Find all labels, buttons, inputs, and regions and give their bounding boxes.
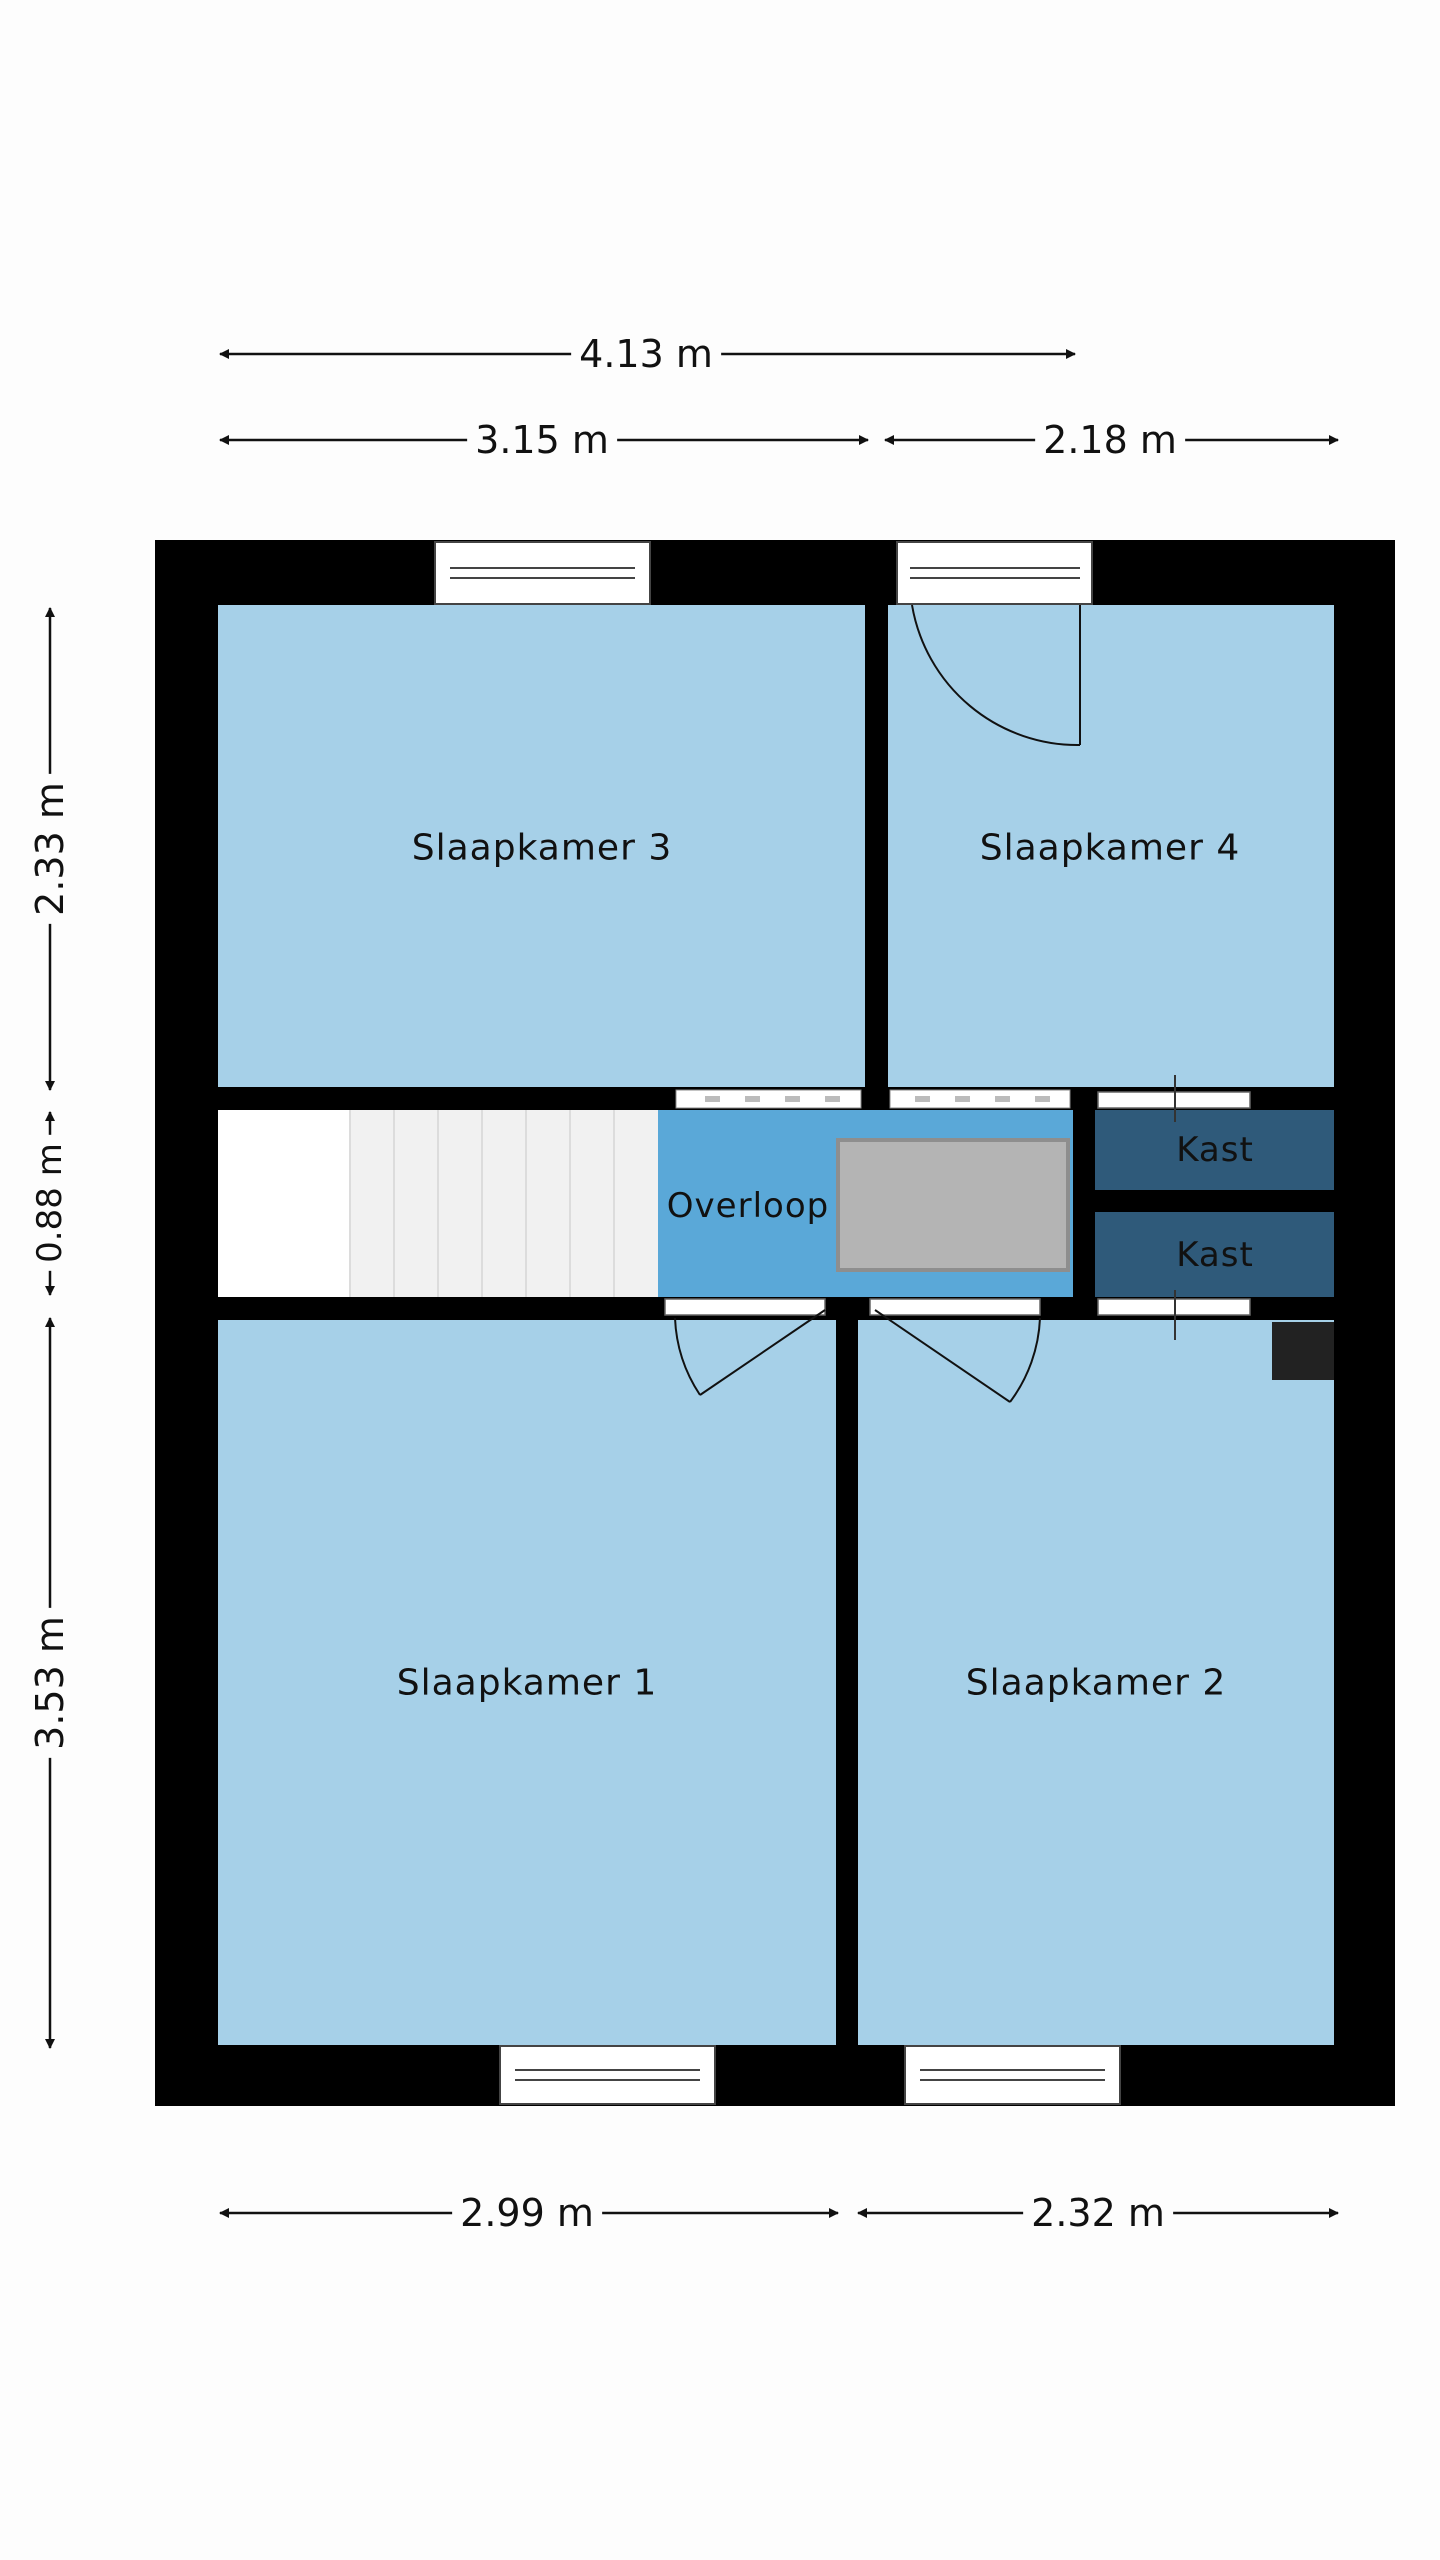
closet-bottom[interactable] [1095, 1212, 1334, 1297]
interior-openings [664, 1075, 1251, 1340]
room-slaapkamer-3[interactable] [218, 605, 865, 1087]
stairwell-void [836, 1138, 1070, 1272]
windows [434, 541, 1121, 2105]
chimney-block [1272, 1322, 1334, 1380]
door-swings [674, 604, 1081, 1403]
closet-top[interactable] [1095, 1110, 1334, 1190]
staircase[interactable] [218, 1110, 658, 1297]
room-slaapkamer-1[interactable] [218, 1320, 836, 2045]
room-slaapkamer-4[interactable] [888, 605, 1334, 1087]
room-slaapkamer-2[interactable] [858, 1320, 1334, 2045]
